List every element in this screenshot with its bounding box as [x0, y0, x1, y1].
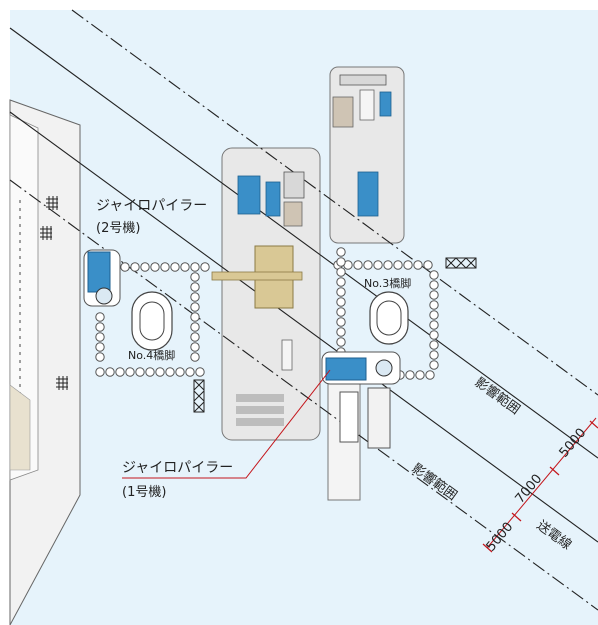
- pile-marker: [429, 330, 439, 340]
- pile-marker: [403, 260, 413, 270]
- pile-marker: [95, 367, 105, 377]
- leader-line: [122, 369, 331, 479]
- pier-3-piles: [333, 247, 439, 380]
- pile-marker: [95, 332, 105, 342]
- conductor-lower: [9, 111, 598, 543]
- gyro-1-sublabel: (1号機): [122, 485, 166, 500]
- gyro-2-label: ジャイロパイラー: [96, 198, 207, 214]
- pile-marker: [429, 290, 439, 300]
- pile-marker: [429, 270, 439, 280]
- pile-marker: [180, 262, 190, 272]
- pile-marker: [120, 262, 130, 272]
- pile-marker: [383, 260, 393, 270]
- upper-platform-equipment: [332, 74, 392, 217]
- pile-marker: [429, 280, 439, 290]
- pile-marker: [185, 367, 195, 377]
- pile-marker: [429, 350, 439, 360]
- pile-marker: [429, 300, 439, 310]
- pile-marker: [429, 320, 439, 330]
- gyro-piler-2-machine-icon: [83, 249, 121, 307]
- pile-marker: [336, 327, 346, 337]
- pile-marker: [190, 342, 200, 352]
- truss-marker: [193, 257, 477, 413]
- pile-marker: [145, 367, 155, 377]
- pier-4-footing: [131, 291, 173, 351]
- pile-marker: [336, 307, 346, 317]
- pile-marker: [155, 367, 165, 377]
- gyro-piler-1-machine-icon: [321, 351, 401, 449]
- pile-marker: [336, 267, 346, 277]
- pile-marker: [405, 370, 415, 380]
- pier-3-footing: [369, 291, 409, 345]
- pile-marker: [353, 260, 363, 270]
- pile-marker: [429, 340, 439, 350]
- pile-marker: [336, 317, 346, 327]
- center-platform-equipment: [211, 171, 305, 426]
- pile-marker: [190, 282, 200, 292]
- pile-marker: [190, 322, 200, 332]
- pile-marker: [150, 262, 160, 272]
- pile-marker: [336, 247, 346, 257]
- pile-marker: [363, 260, 373, 270]
- pile-marker: [175, 367, 185, 377]
- pile-marker: [336, 337, 346, 347]
- pile-marker: [423, 260, 433, 270]
- pile-marker: [190, 302, 200, 312]
- gyro-2-sublabel: (2号機): [96, 221, 140, 236]
- pile-marker: [165, 367, 175, 377]
- pile-marker: [125, 367, 135, 377]
- pier-3-label: No.3橋脚: [364, 276, 411, 290]
- conductor-upper: [9, 27, 598, 459]
- existing-structure: [9, 99, 81, 625]
- pile-marker: [336, 287, 346, 297]
- pile-marker: [95, 352, 105, 362]
- pile-marker: [336, 277, 346, 287]
- pile-marker: [429, 310, 439, 320]
- pile-marker: [170, 262, 180, 272]
- pile-marker: [130, 262, 140, 272]
- gyro-1-label: ジャイロパイラー: [122, 460, 233, 476]
- pile-markers: [95, 247, 439, 380]
- pile-marker: [160, 262, 170, 272]
- pile-marker: [190, 352, 200, 362]
- dimension-line: [482, 417, 598, 553]
- pier-4-label: No.4橋脚: [128, 348, 175, 362]
- influence-boundary-upper: [71, 9, 598, 396]
- pile-marker: [190, 272, 200, 282]
- pile-marker: [413, 260, 423, 270]
- pile-marker: [195, 367, 205, 377]
- pile-marker: [336, 297, 346, 307]
- pile-marker: [190, 312, 200, 322]
- pile-marker: [95, 322, 105, 332]
- pile-marker: [373, 260, 383, 270]
- pile-marker: [190, 292, 200, 302]
- pile-marker: [336, 257, 346, 267]
- pile-marker: [429, 360, 439, 370]
- pile-marker: [190, 262, 200, 272]
- pile-marker: [95, 342, 105, 352]
- pile-marker: [135, 367, 145, 377]
- pile-marker: [200, 262, 210, 272]
- pile-marker: [415, 370, 425, 380]
- pile-marker: [115, 367, 125, 377]
- pile-marker: [190, 332, 200, 342]
- pile-marker: [393, 260, 403, 270]
- pile-marker: [95, 312, 105, 322]
- pile-marker: [140, 262, 150, 272]
- pile-marker: [105, 367, 115, 377]
- pier-4-piles: [95, 262, 210, 377]
- pile-marker: [425, 370, 435, 380]
- hash-grid-icon: [40, 196, 68, 390]
